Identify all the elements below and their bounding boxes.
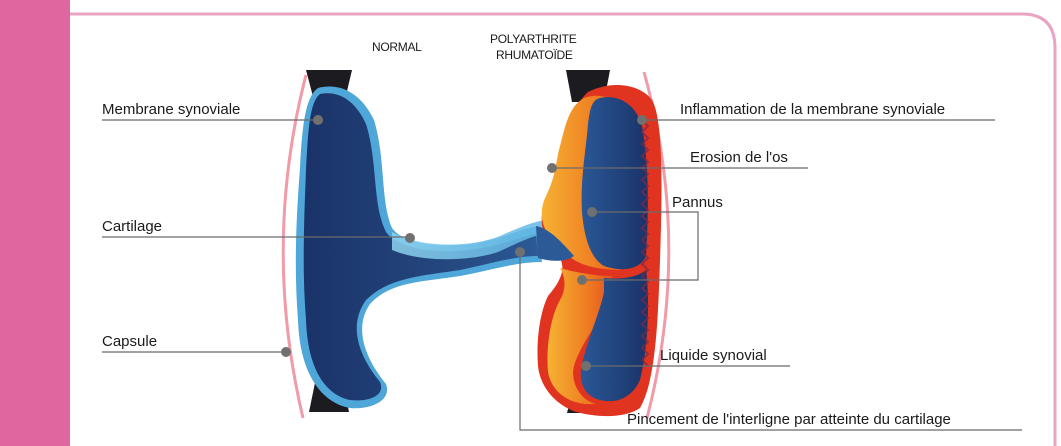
- label-pincement: Pincement de l'interligne par atteinte d…: [627, 411, 951, 428]
- label-liquide-synovial: Liquide synovial: [660, 347, 767, 364]
- heading-normal: NORMAL: [372, 40, 422, 55]
- heading-ra-line1: POLYARTHRITE: [490, 32, 576, 47]
- label-pannus: Pannus: [672, 194, 723, 211]
- label-membrane-synoviale: Membrane synoviale: [102, 101, 240, 118]
- label-inflammation: Inflammation de la membrane synoviale: [680, 101, 945, 118]
- label-erosion: Erosion de l'os: [690, 149, 788, 166]
- label-capsule: Capsule: [102, 333, 157, 350]
- frame-side-stripe: [0, 0, 70, 446]
- ra-pannus-upper: [582, 97, 648, 269]
- heading-ra-line2: RHUMATOÏDE: [496, 48, 573, 63]
- label-cartilage: Cartilage: [102, 218, 162, 235]
